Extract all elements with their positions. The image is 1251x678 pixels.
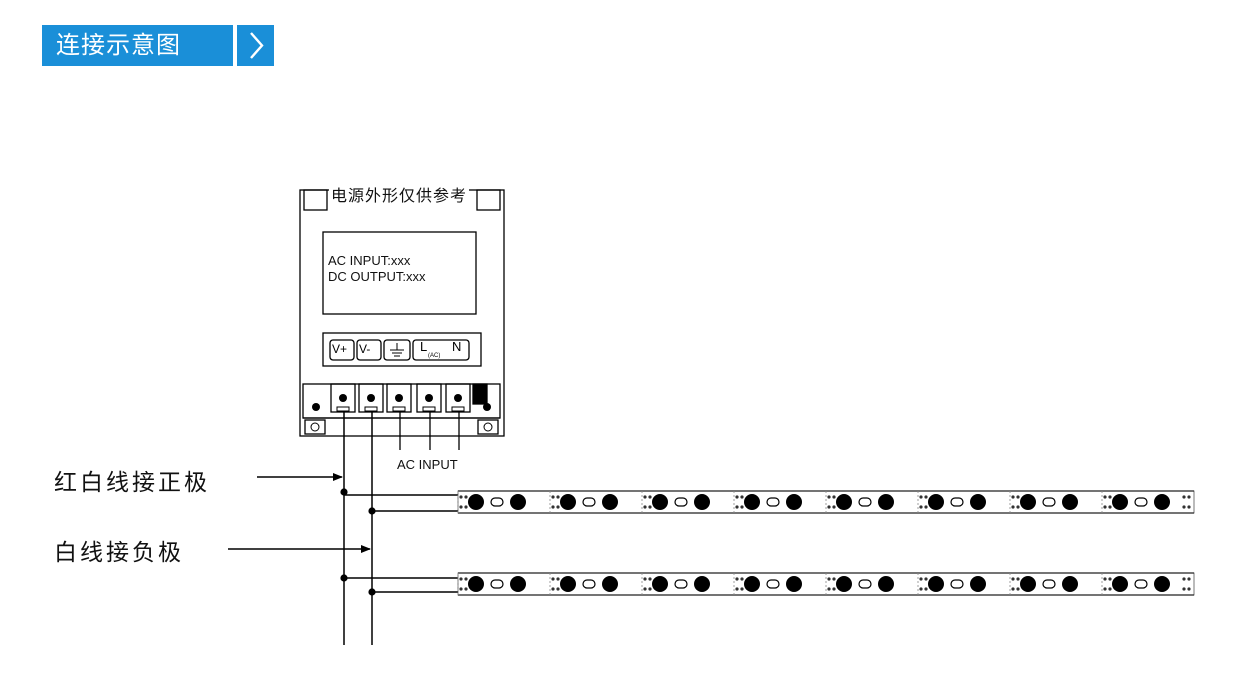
ac-input-label: AC INPUT bbox=[397, 457, 458, 472]
led-chip-icon bbox=[560, 576, 576, 592]
dc-bus-wires bbox=[343, 412, 458, 645]
led-strip-2 bbox=[457, 572, 1195, 596]
led-chip-icon bbox=[1020, 576, 1036, 592]
led-chip-icon bbox=[602, 494, 618, 510]
led-chip-icon bbox=[970, 494, 986, 510]
led-chip-icon bbox=[652, 576, 668, 592]
terminal-ac-sublabel: (AC) bbox=[428, 353, 441, 359]
led-chip-icon bbox=[1062, 494, 1078, 510]
led-chip-icon bbox=[1154, 494, 1170, 510]
led-chip-icon bbox=[744, 494, 760, 510]
ac-input-spec: AC INPUT:xxx bbox=[328, 253, 411, 268]
led-chip-icon bbox=[878, 494, 894, 510]
label-plate bbox=[322, 231, 477, 315]
led-chip-icon bbox=[694, 494, 710, 510]
dc-output-spec: DC OUTPUT:xxx bbox=[328, 269, 426, 284]
terminal-screws bbox=[312, 394, 491, 411]
page-title: 连接示意图 bbox=[42, 25, 233, 66]
label-plate-text: AC INPUT:xxx DC OUTPUT:xxx bbox=[328, 253, 426, 285]
terminal-n-label: N bbox=[452, 339, 462, 354]
power-supply bbox=[299, 189, 505, 437]
led-chip-icon bbox=[836, 576, 852, 592]
negative-wire-label: 白线接负极 bbox=[54, 540, 184, 566]
led-chip-icon bbox=[510, 576, 526, 592]
mount-tab-right bbox=[476, 189, 501, 211]
led-chip-icon bbox=[510, 494, 526, 510]
led-chip-icon bbox=[602, 576, 618, 592]
terminal-v-plus-label: V+ bbox=[332, 342, 348, 356]
terminal-l-label: L bbox=[420, 339, 428, 354]
led-chip-icon bbox=[1154, 576, 1170, 592]
mount-tab-left bbox=[303, 189, 328, 211]
led-chip-icon bbox=[928, 576, 944, 592]
led-chip-icon bbox=[1062, 576, 1078, 592]
ac-input-wires bbox=[399, 412, 460, 450]
led-chip-icon bbox=[970, 576, 986, 592]
led-chip-icon bbox=[836, 494, 852, 510]
led-chip-icon bbox=[786, 494, 802, 510]
chevron-right-icon bbox=[237, 25, 274, 66]
led-chip-icon bbox=[1020, 494, 1036, 510]
led-chip-icon bbox=[1112, 494, 1128, 510]
led-chip-icon bbox=[786, 576, 802, 592]
led-chip-icon bbox=[694, 576, 710, 592]
terminal-v-minus-label: V- bbox=[359, 342, 371, 356]
led-chip-icon bbox=[468, 494, 484, 510]
led-chip-icon bbox=[744, 576, 760, 592]
led-strip-1 bbox=[457, 490, 1195, 514]
terminal-label-strip bbox=[322, 332, 482, 367]
power-supply-caption: 电源外形仅供参考 bbox=[329, 182, 470, 206]
led-chip-icon bbox=[1112, 576, 1128, 592]
led-chip-icon bbox=[878, 576, 894, 592]
led-chip-icon bbox=[468, 576, 484, 592]
wire-junctions bbox=[340, 488, 376, 596]
led-chip-icon bbox=[652, 494, 668, 510]
led-chip-icon bbox=[928, 494, 944, 510]
led-chip-icon bbox=[560, 494, 576, 510]
positive-wire-label: 红白线接正极 bbox=[54, 470, 210, 496]
ground-icon bbox=[390, 343, 404, 357]
